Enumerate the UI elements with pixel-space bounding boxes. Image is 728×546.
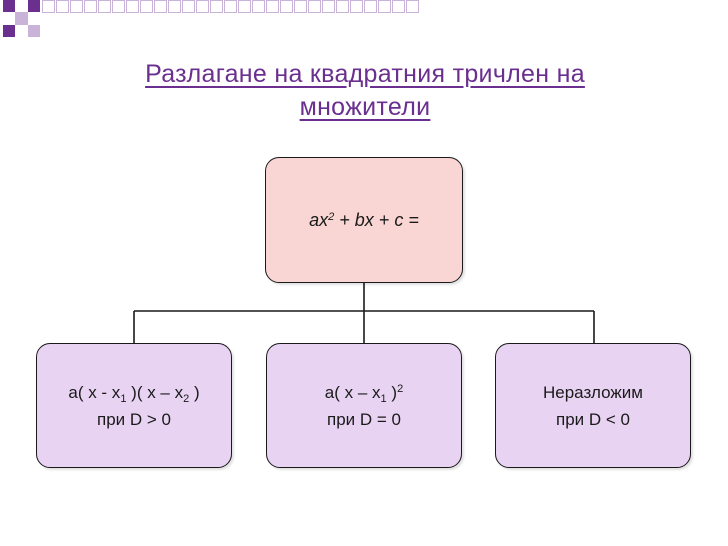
leaf-node-d-negative: Неразложим при D < 0	[495, 343, 691, 468]
title-line-1: Разлагане на квадратния тричлен на	[145, 60, 585, 88]
leaf-2-exponent: 2	[397, 382, 404, 395]
title-line-2: множители	[299, 93, 431, 121]
leaf-3-text: Неразложим	[543, 382, 643, 402]
root-node-trinomial: ax2 + bx + c =	[265, 157, 463, 283]
leaf-1-part-2: )( x – x	[126, 382, 184, 402]
leaf-1-subscript-1: 1	[120, 392, 127, 405]
root-ax: ax	[309, 209, 329, 230]
leaf-2-subscript-1: 1	[380, 392, 387, 405]
slide-title: Разлагане на квадратния тричлен на множи…	[60, 58, 670, 124]
leaf-2-part-1: a( x – x	[324, 382, 381, 402]
leaf-1-part-3: )	[189, 382, 200, 402]
leaf-node-d-zero: a( x – x1 )2 при D = 0	[266, 343, 462, 468]
leaf-2-expression: a( x – x1 )2	[325, 379, 403, 406]
root-rest: + bx + c =	[334, 209, 419, 230]
leaf-1-subscript-2: 2	[183, 392, 190, 405]
leaf-node-d-positive: a( x - x1 )( x – x2 ) при D > 0	[36, 343, 232, 468]
leaf-1-condition: при D > 0	[97, 409, 171, 429]
root-ax-exponent: 2	[328, 210, 335, 223]
decorative-corner-pattern	[3, 0, 419, 37]
leaf-1-part-1: a( x - x	[68, 382, 121, 402]
root-expression: ax2 + bx + c =	[309, 210, 419, 231]
leaf-2-condition: при D = 0	[327, 409, 401, 429]
leaf-1-expression: a( x - x1 )( x – x2 )	[68, 379, 199, 406]
leaf-3-condition: при D < 0	[556, 409, 630, 429]
leaf-2-part-2: )	[386, 382, 398, 402]
